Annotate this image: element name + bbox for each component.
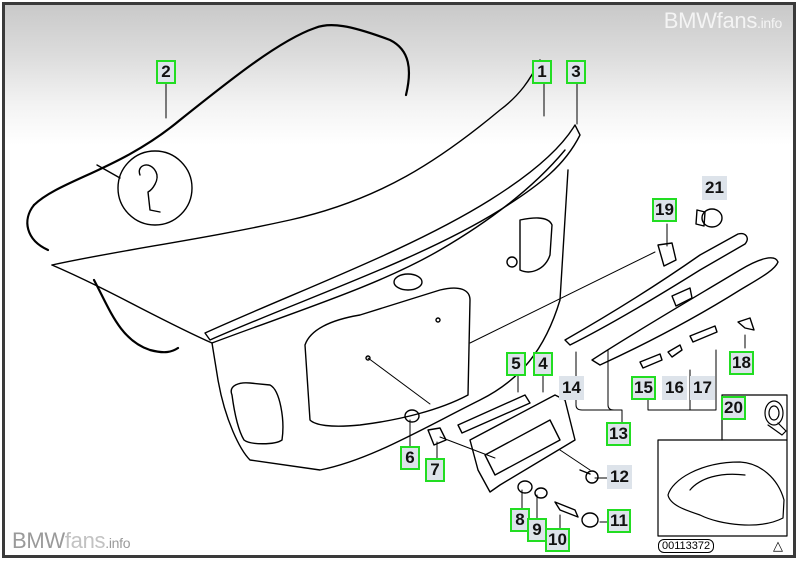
callout-17[interactable]: 17 xyxy=(690,376,715,400)
warning-triangle-icon: △ xyxy=(773,538,783,553)
leader-lines xyxy=(165,83,746,529)
callout-9[interactable]: 9 xyxy=(527,518,547,542)
callout-14[interactable]: 14 xyxy=(559,376,584,400)
callout-15[interactable]: 15 xyxy=(631,376,656,400)
callout-13[interactable]: 13 xyxy=(606,422,631,446)
clip-19 xyxy=(657,242,677,267)
callout-4[interactable]: 4 xyxy=(533,352,553,376)
watermark-bottom: BMWfans.info xyxy=(12,528,131,554)
watermark-site: fans xyxy=(716,8,758,33)
detail-circle xyxy=(96,150,193,226)
watermark-brand: BMW xyxy=(12,528,65,553)
callout-2[interactable]: 2 xyxy=(156,60,176,84)
callout-12[interactable]: 12 xyxy=(607,465,632,489)
callout-21[interactable]: 21 xyxy=(702,176,727,200)
diagram-id: 00113372 xyxy=(658,539,715,553)
clip-21 xyxy=(695,208,723,228)
watermark-tld: .info xyxy=(757,15,782,31)
watermark-brand: BMW xyxy=(663,8,717,33)
callout-3[interactable]: 3 xyxy=(566,60,586,84)
watermark-top: BMWfans.info xyxy=(663,8,783,34)
explode-line xyxy=(469,251,656,344)
callout-18[interactable]: 18 xyxy=(729,351,754,375)
watermark-site: fans xyxy=(64,528,106,553)
watermark-tld: .info xyxy=(105,535,131,551)
callout-19[interactable]: 19 xyxy=(652,198,677,222)
inset-boxes xyxy=(657,394,788,537)
spoiler xyxy=(204,124,581,341)
callout-16[interactable]: 16 xyxy=(662,376,687,400)
callout-5[interactable]: 5 xyxy=(506,352,526,376)
callout-6[interactable]: 6 xyxy=(400,446,420,470)
trunk-lid xyxy=(51,59,569,471)
callout-8[interactable]: 8 xyxy=(510,508,530,532)
trunk-seal xyxy=(26,24,411,354)
callout-11[interactable]: 11 xyxy=(607,509,631,533)
callout-20[interactable]: 20 xyxy=(721,396,746,420)
callout-1[interactable]: 1 xyxy=(532,60,552,84)
license-plate-light-holder xyxy=(457,394,576,493)
callout-7[interactable]: 7 xyxy=(425,458,445,482)
callout-10[interactable]: 10 xyxy=(545,528,570,552)
fasteners xyxy=(404,317,755,528)
handle-trim xyxy=(564,232,779,369)
